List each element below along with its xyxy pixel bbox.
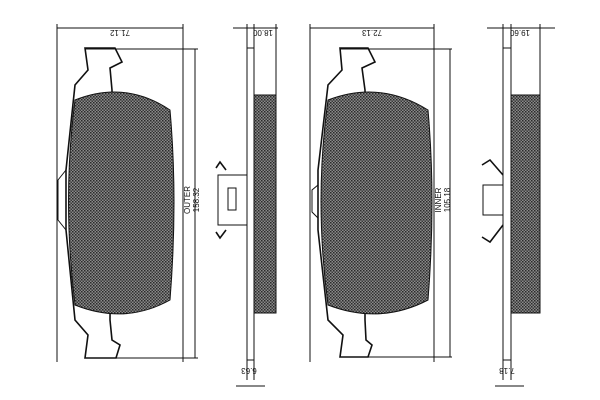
inner-side-label: INNER [434, 187, 443, 212]
outer-pad-front-view [56, 24, 198, 362]
inner-thickness-label: 19.60 [509, 28, 530, 37]
inner-pad-front-view [309, 24, 452, 362]
outer-height-label: 158.32 [192, 187, 201, 212]
outer-side-label: OUTER [183, 186, 192, 214]
outer-pad-side-view [215, 24, 278, 387]
inner-pad-side-view [481, 24, 555, 387]
inner-backplate-label: 7.18 [499, 366, 515, 375]
outer-thickness-label: 18.00 [252, 28, 273, 37]
outer-width-label: 71.12 [109, 28, 130, 37]
inner-height-label: 105.18 [443, 187, 452, 212]
outer-backplate-label: 6.63 [241, 366, 257, 375]
inner-width-label: 72.13 [361, 28, 382, 37]
